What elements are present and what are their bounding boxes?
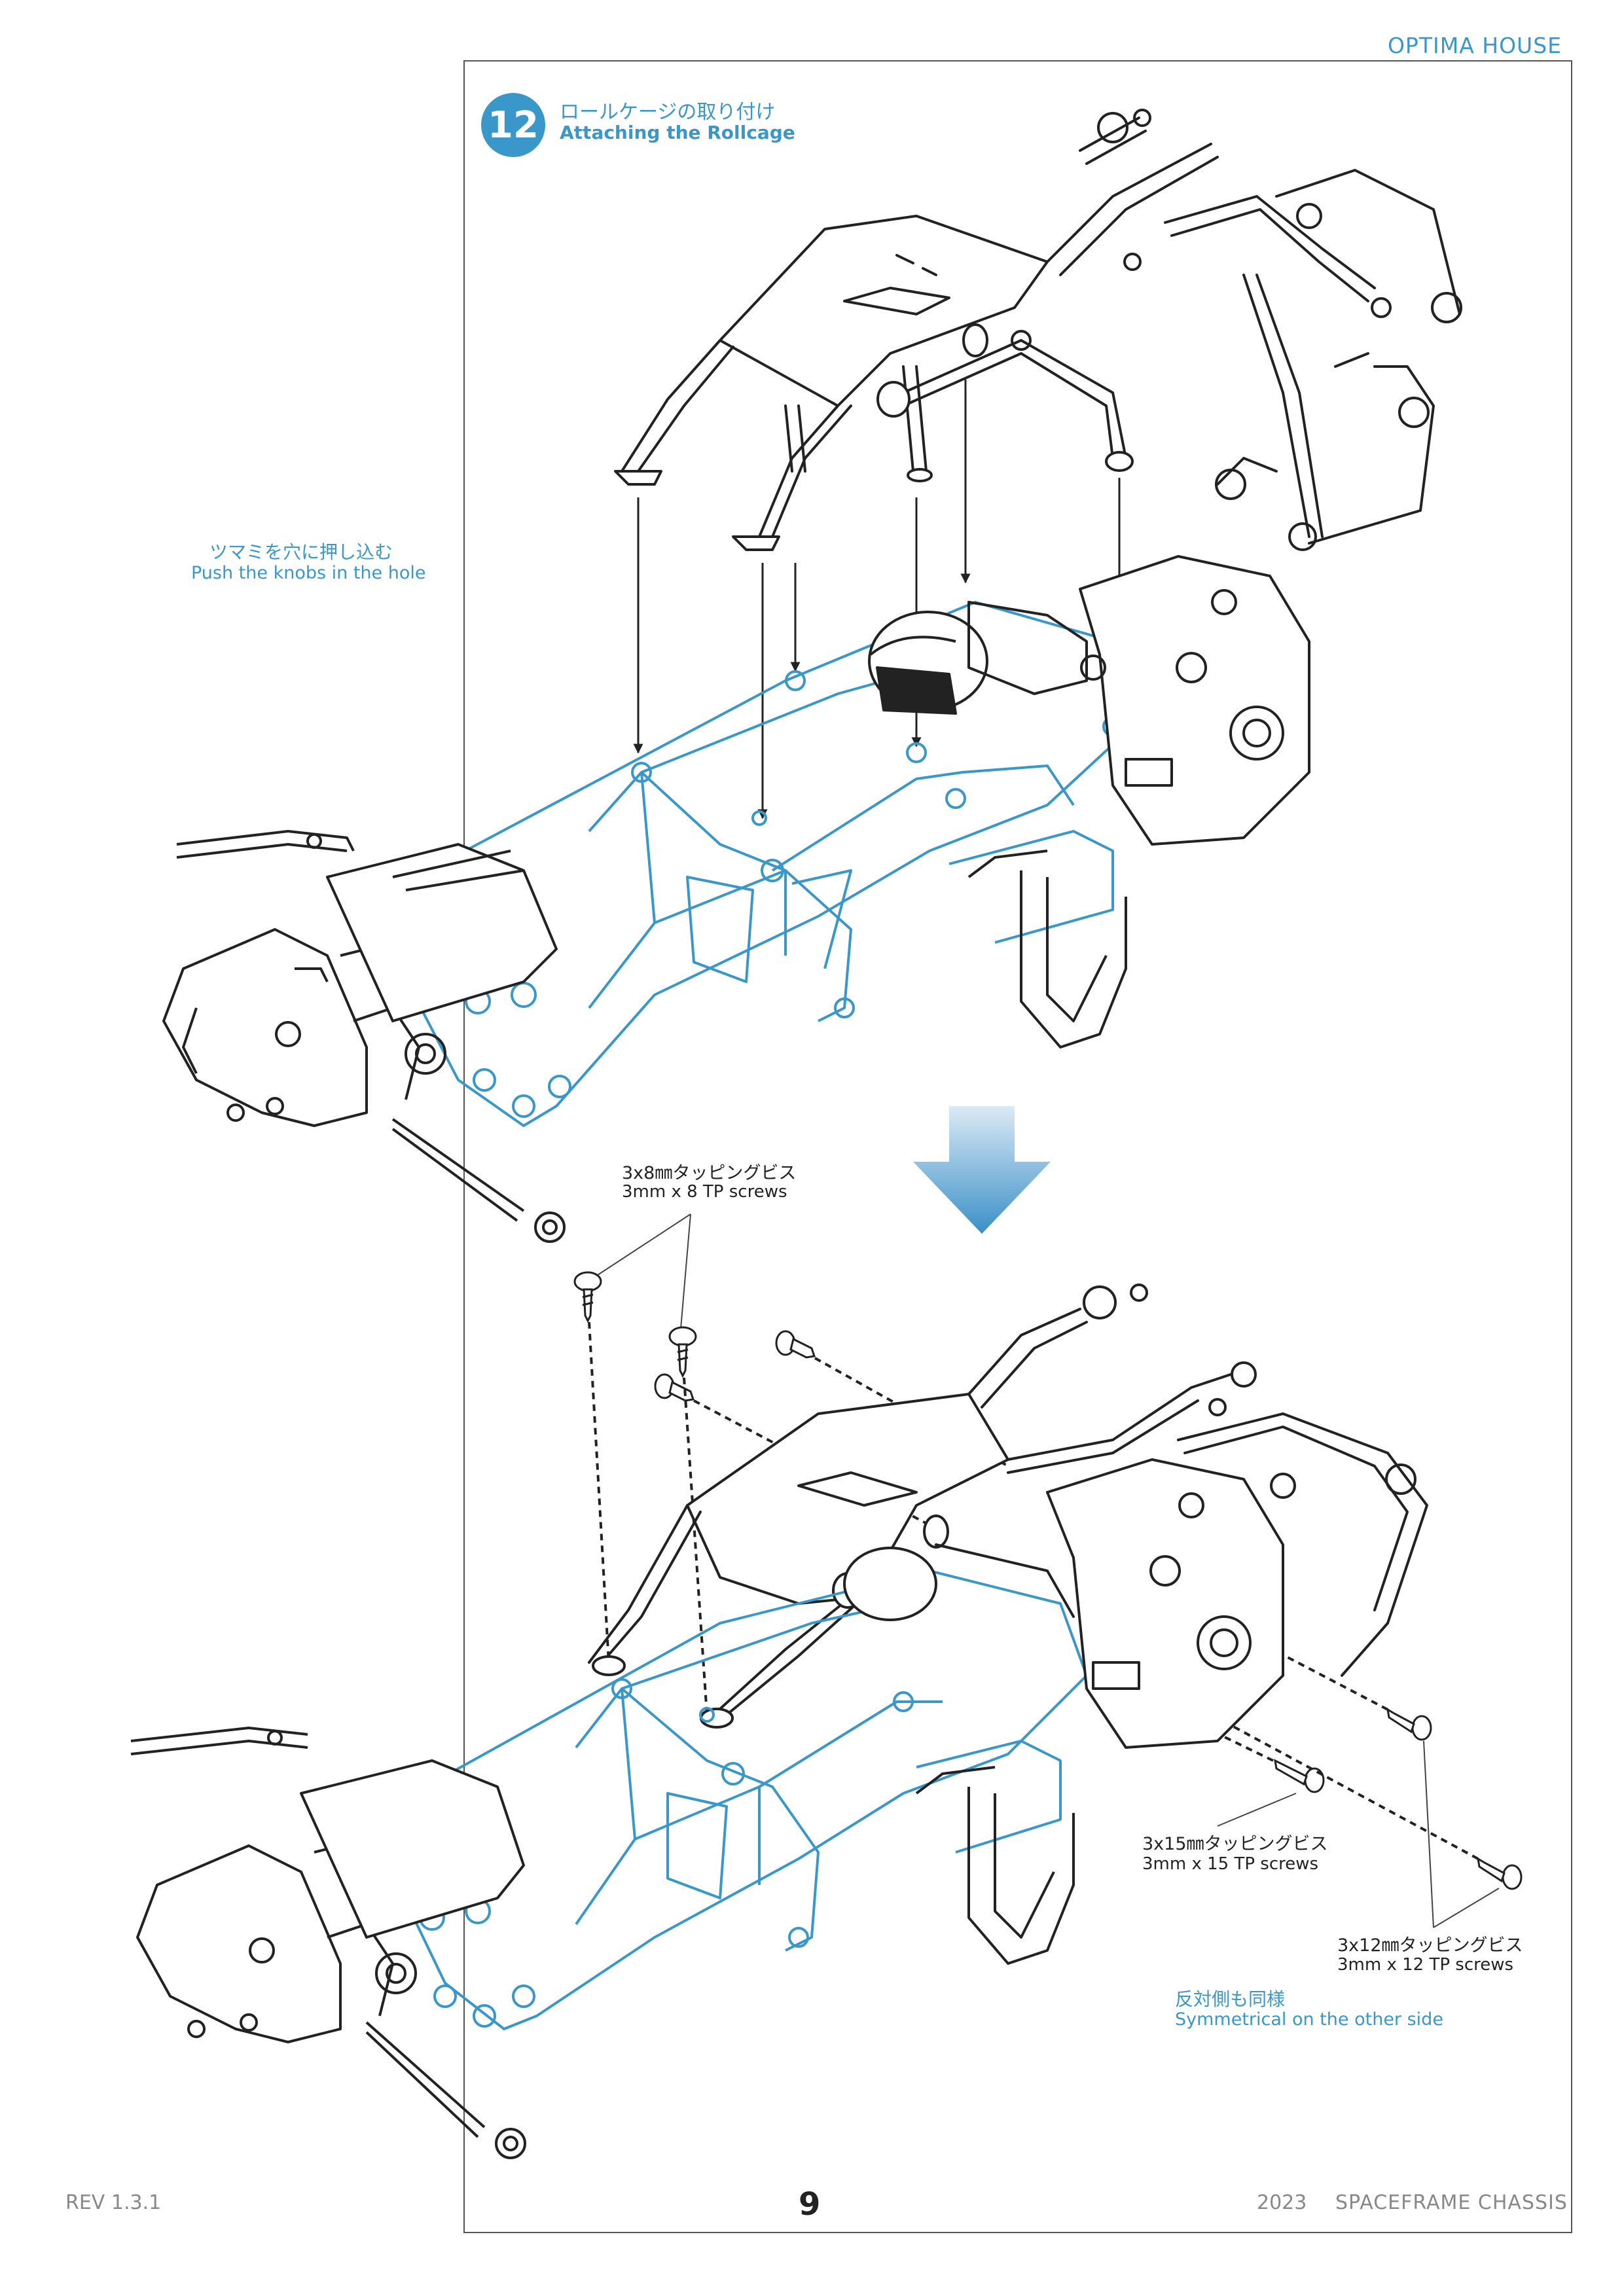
screw-3x8-leaders [595,1213,691,1329]
screw-3x12-bottom-icon [1476,1857,1523,1890]
chassis-lower-mechanics [130,1458,1284,2159]
screw-3x8-label-japanese: 3x8㎜タッピングビス [622,1163,797,1183]
footer-title: SPACEFRAME CHASSIS [1335,2191,1568,2214]
screw-3x15-label-english: 3mm x 15 TP screws [1142,1854,1319,1874]
knobs-note-japanese: ツマミを穴に押し込む [209,541,393,563]
screw-rear-left2-icon [654,1373,695,1402]
screw-3x12-label-japanese: 3x12㎜タッピングビス [1337,1935,1523,1956]
screw-icons [573,1271,1523,1890]
screw-3x15-label-japanese: 3x15㎜タッピングビス [1142,1834,1328,1854]
screw-3x8-right-icon [668,1326,697,1378]
screw-3x12-top-icon [1386,1708,1432,1741]
brand-name: OPTIMA HOUSE [1387,33,1562,58]
step-title-english: Attaching the Rollcage [560,122,795,143]
rollcage-top [614,109,1462,551]
symmetric-note-english: Symmetrical on the other side [1175,2009,1443,2030]
page-number: 9 [799,2186,821,2223]
knobs-note-english: Push the knobs in the hole [191,563,426,583]
screw-rear-left-icon [775,1330,816,1359]
rollcage-installed [588,1283,1428,1729]
insertion-arrows [633,380,1125,819]
screw-3x15-icon [1274,1759,1325,1793]
screw-3x8-label-english: 3mm x 8 TP screws [622,1182,787,1202]
step-frame [463,60,1572,2233]
step-title-japanese: ロールケージの取り付け [560,101,776,124]
step-number-badge: 12 [481,93,545,157]
revision-label: REV 1.3.1 [65,2191,162,2214]
screw-3x12-label-english: 3mm x 12 TP screws [1337,1955,1514,1975]
chassis-upper-mechanics [162,555,1310,1243]
screw-label-leaders [1217,1740,1500,1928]
footer-year: 2023 [1257,2191,1307,2214]
progress-arrow [913,1106,1051,1234]
symmetric-note-japanese: 反対側も同様 [1175,1988,1286,2010]
screw-3x8-left-icon [573,1271,602,1323]
